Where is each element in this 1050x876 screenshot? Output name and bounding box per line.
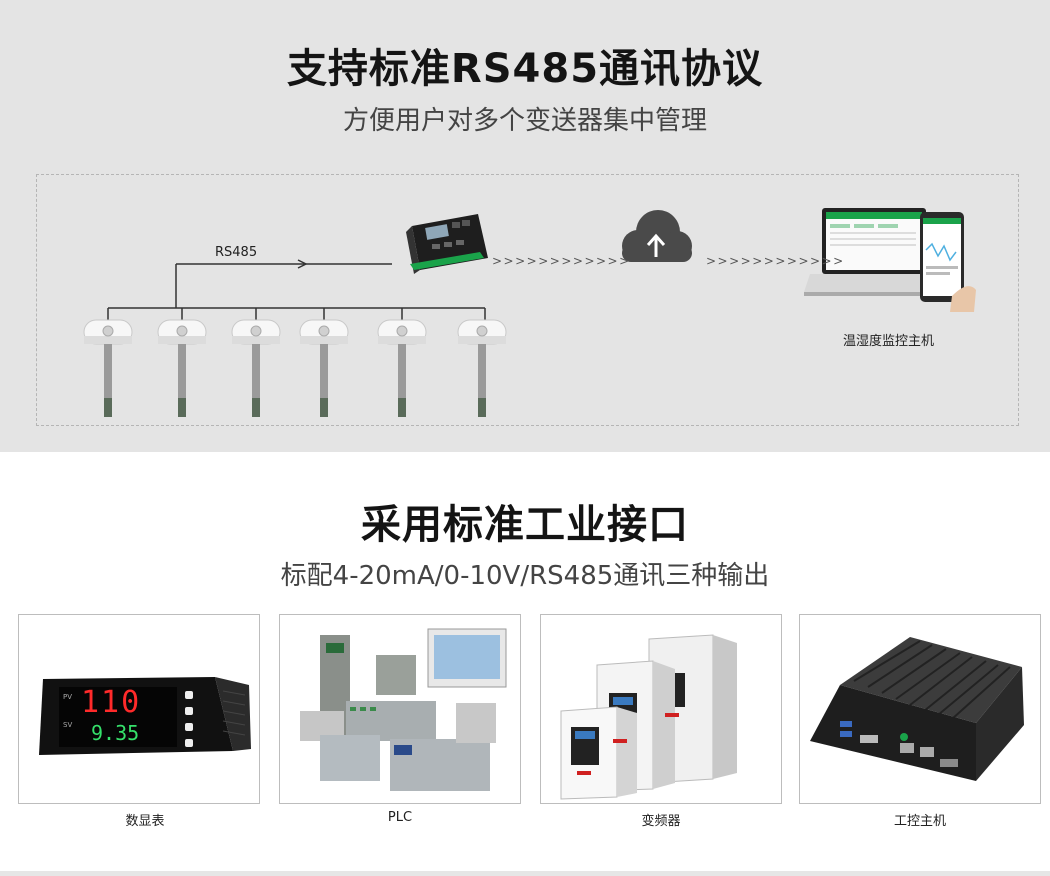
host-label: 温湿度监控主机 <box>843 334 935 349</box>
humidity-sensor <box>377 319 427 417</box>
humidity-sensor <box>299 319 349 417</box>
laptop-icon <box>804 208 944 296</box>
cloud-icon <box>622 210 692 262</box>
card-plc <box>279 614 521 804</box>
bus-arrow-head <box>297 259 308 269</box>
rs485-bus-label: RS485 <box>215 245 258 260</box>
plc-image <box>300 628 507 791</box>
card-caption-plc: PLC <box>387 810 413 825</box>
network-diagram-frame <box>36 174 1019 426</box>
inverter-image <box>560 634 737 800</box>
industrial-pc-image <box>810 637 1024 781</box>
bottom-divider <box>0 871 1050 876</box>
rs485-section: 支持标准RS485通讯协议 方便用户对多个变送器集中管理 <box>0 0 1050 452</box>
digital-meter-image <box>39 677 251 755</box>
section-subtitle-rs485: 方便用户对多个变送器集中管理 <box>342 106 707 136</box>
section-title-interfaces: 采用标准工业接口 <box>361 502 689 548</box>
sv-readout: 9.35 <box>91 721 140 745</box>
section-subtitle-interfaces: 标配4-20mA/0-10V/RS485通讯三种输出 <box>280 561 770 591</box>
sv-label: SV <box>63 721 73 729</box>
card-inverter <box>540 614 782 804</box>
data-collector-device <box>406 214 488 274</box>
phone-icon <box>920 212 976 312</box>
humidity-sensor <box>157 319 207 417</box>
data-flow-arrows: >>>>>>>>>>>> <box>492 254 631 268</box>
humidity-sensor <box>457 319 507 417</box>
pv-readout: 110 <box>81 685 142 720</box>
humidity-sensor <box>231 319 281 417</box>
card-caption-inverter: 变频器 <box>641 814 681 829</box>
card-industrial-pc <box>799 614 1041 804</box>
data-flow-arrows: >>>>>>>>>>>> <box>706 254 845 268</box>
card-digital-display: PV SV 110 9.35 <box>18 614 260 804</box>
humidity-sensor <box>83 319 133 417</box>
card-caption-digital-display: 数显表 <box>125 814 165 829</box>
rs485-bus-lines <box>107 263 486 322</box>
sensor-group <box>83 319 507 417</box>
card-caption-industrial-pc: 工控主机 <box>893 814 946 829</box>
pv-label: PV <box>63 693 73 701</box>
section-title-rs485: 支持标准RS485通讯协议 <box>286 46 764 92</box>
network-diagram <box>83 208 976 417</box>
